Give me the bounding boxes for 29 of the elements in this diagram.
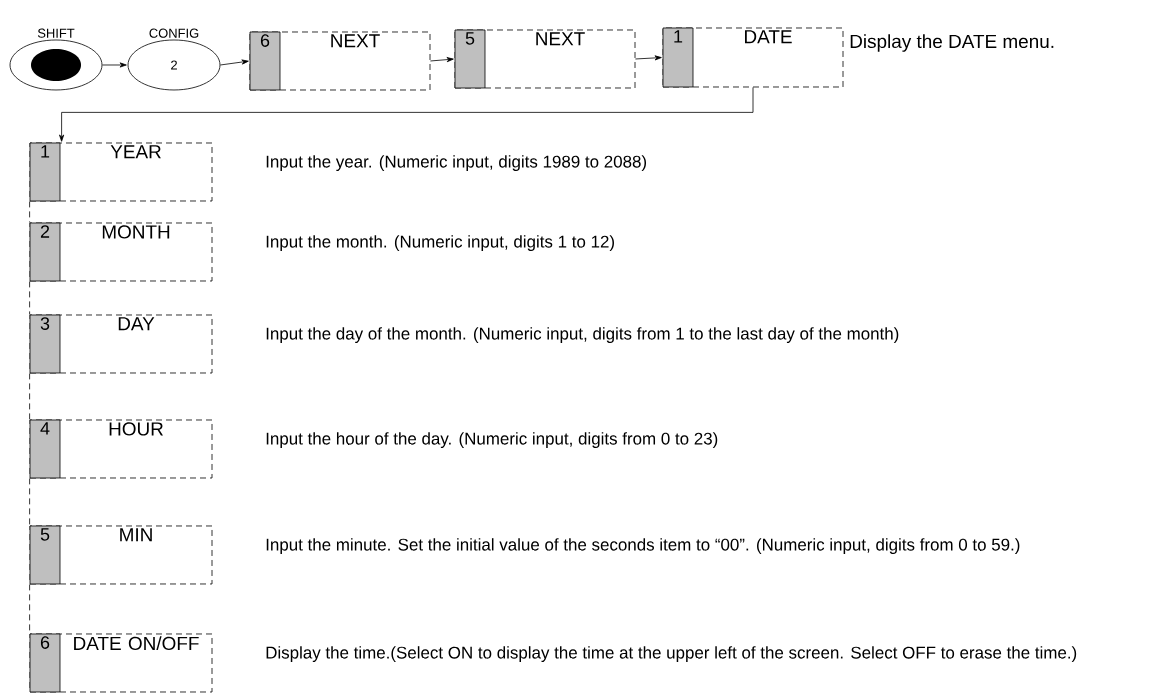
arrow	[430, 57, 454, 63]
connector-line	[29, 478, 30, 526]
soft-key: 6 NEXT	[249, 31, 431, 91]
description: Input the hour of the day. (Numeric input, digits from 0 to 23)	[266, 432, 718, 448]
connector-line	[29, 281, 30, 315]
connector-line	[29, 201, 30, 223]
arrow	[220, 59, 249, 66]
description: Input the year. (Numeric input, digits 1989 to 2088)	[266, 155, 647, 171]
description: Display the time.(Select ON to display the time at the upper left of the screen. Select OFF to erase the time.)	[266, 646, 1077, 662]
soft-key: 4 HOUR	[29, 419, 213, 479]
soft-key: 2 MONTH	[29, 222, 213, 282]
connector-line	[29, 373, 30, 420]
description: Input the minute. Set the initial value of the seconds item to “00”. (Numeric input, digits from 0 to 59.)	[266, 538, 1020, 554]
key-button: CONFIG 2	[127, 28, 221, 91]
description: Input the month. (Numeric input, digits 1 to 12)	[266, 235, 614, 251]
description: Input the day of the month. (Numeric input, digits from 1 to the last day of the month)	[266, 327, 899, 343]
node-label: SHIFT	[37, 28, 75, 38]
description: Display the DATE menu.	[850, 34, 1054, 52]
soft-key: 1 YEAR	[29, 142, 213, 202]
soft-key: 5 MIN	[29, 525, 213, 585]
node-label: CONFIG	[149, 28, 199, 38]
soft-key: 6 DATE ON/OFF	[29, 633, 213, 693]
arrow	[635, 55, 662, 61]
soft-key: 3 DAY	[29, 314, 213, 374]
soft-key: 1 DATE	[662, 27, 844, 88]
key-button: SHIFT	[9, 28, 103, 91]
soft-key: 5 NEXT	[454, 29, 636, 89]
arrow	[102, 62, 127, 68]
arrow	[59, 87, 754, 142]
